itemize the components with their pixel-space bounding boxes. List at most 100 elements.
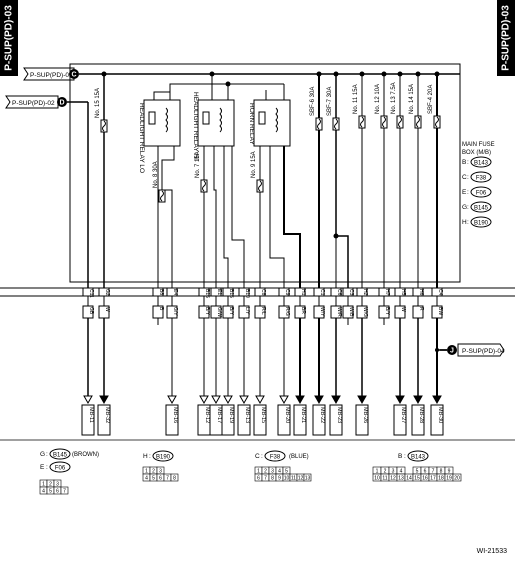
svg-text:16: 16	[422, 476, 428, 482]
svg-text:B/Y: B/Y	[228, 307, 234, 316]
svg-text:MB-27: MB-27	[400, 407, 406, 423]
svg-text:C: C	[462, 174, 467, 181]
svg-text:BW: BW	[437, 307, 443, 315]
svg-text:No. 8 30A: No. 8 30A	[153, 161, 159, 188]
svg-text:C1: C1	[319, 289, 325, 296]
relay-horn: HORN RELAY	[248, 99, 291, 147]
svg-text:14: 14	[406, 476, 412, 482]
svg-text:HEADLIGHT RELAY LO: HEADLIGHT RELAY LO	[138, 103, 145, 173]
page-tab-right: P-SUP(PD)-03	[497, 0, 515, 76]
page-tab-left: P-SUP(PD)-03	[0, 0, 18, 76]
mb-terminal: MB-26	[355, 318, 369, 436]
svg-text:4: 4	[145, 476, 148, 482]
svg-text:B8: B8	[158, 289, 164, 295]
svg-text:1: 1	[376, 469, 379, 475]
fuse: SBF-4 20A	[428, 85, 441, 129]
svg-text:1: 1	[257, 469, 260, 475]
svg-text:7: 7	[432, 469, 435, 475]
mb-terminal: MB-13	[237, 318, 251, 436]
fuse-box-title: BOX (M/B)	[462, 150, 491, 156]
svg-text:G: G	[40, 451, 45, 458]
svg-text:R: R	[418, 307, 424, 311]
bus-ref-j: J P-SUP(PD)-04	[440, 343, 505, 357]
svg-text:MB-20: MB-20	[284, 407, 290, 423]
svg-text:MB-22: MB-22	[319, 407, 325, 423]
svg-text:MB-32: MB-32	[104, 407, 110, 423]
svg-text:D: D	[59, 100, 64, 107]
bus-ref-d: P-SUP(PD)-02 D	[5, 95, 89, 288]
svg-text:P-SUP(PD)-02: P-SUP(PD)-02	[30, 72, 73, 79]
svg-text:MB-13: MB-13	[244, 407, 250, 423]
relay-wiring	[153, 71, 438, 288]
svg-text:P-SUP(PD)-04: P-SUP(PD)-04	[462, 348, 505, 355]
figure-code: WI-21533	[476, 548, 507, 555]
svg-text:H1: H1	[300, 289, 306, 296]
svg-text:10: 10	[374, 476, 380, 482]
svg-text:4: 4	[278, 469, 281, 475]
mb-terminal: MB-11	[81, 318, 95, 436]
fuse: No. 11 15A	[353, 84, 366, 129]
svg-text:F38: F38	[270, 455, 281, 461]
svg-text:W/B: W/B	[348, 307, 354, 317]
mb-terminal: MB-20	[277, 318, 291, 436]
mb-terminal: MB-17	[209, 318, 223, 436]
svg-text:12: 12	[298, 476, 304, 482]
svg-text:20: 20	[454, 476, 460, 482]
svg-text:W: W	[104, 307, 110, 312]
svg-text:6: 6	[159, 476, 162, 482]
mb-terminal: MB-23	[329, 318, 343, 436]
svg-text:No. 11 15A: No. 11 15A	[353, 84, 359, 114]
mb-terminal: MB-15	[253, 318, 267, 436]
svg-text::: :	[467, 204, 469, 211]
svg-text:5: 5	[152, 476, 155, 482]
svg-text:(BROWN): (BROWN)	[72, 452, 99, 458]
svg-text:HORN RELAY: HORN RELAY	[248, 103, 255, 145]
svg-text:C4: C4	[437, 289, 443, 296]
fuse: No. 9 15A	[251, 151, 264, 193]
svg-text:2: 2	[49, 482, 52, 488]
fuse: No. 13 7.5A	[391, 82, 404, 129]
svg-text:3: 3	[392, 469, 395, 475]
svg-text:11: 11	[382, 476, 387, 482]
svg-text:3: 3	[271, 469, 274, 475]
svg-text::: :	[467, 174, 469, 181]
mb-terminal: MB-19	[221, 318, 235, 436]
svg-text:B145: B145	[474, 206, 489, 212]
svg-text::: :	[467, 159, 469, 166]
relay-headlight-lo: HEADLIGHT RELAY LO	[138, 99, 181, 173]
svg-text:E: E	[40, 464, 45, 471]
svg-text:(BLUE): (BLUE)	[289, 454, 309, 460]
svg-text::: :	[261, 453, 263, 460]
mb-terminal: MB-28	[411, 318, 425, 436]
svg-text:8: 8	[440, 469, 443, 475]
svg-text:5: 5	[285, 469, 288, 475]
svg-text:15: 15	[414, 476, 420, 482]
svg-text:2: 2	[384, 469, 387, 475]
mb-terminal: MB-21	[293, 318, 307, 436]
svg-text:C8: C8	[260, 289, 266, 296]
svg-text:SBF-4 20A: SBF-4 20A	[428, 85, 434, 114]
svg-text:6: 6	[56, 489, 59, 495]
svg-text:W/G: W/G	[362, 307, 368, 317]
svg-text:H2: H2	[362, 289, 368, 296]
svg-text:E1: E1	[216, 289, 222, 295]
svg-text:F38: F38	[476, 176, 487, 182]
svg-text:B143: B143	[411, 455, 426, 461]
mb-terminal: MB-22	[312, 318, 326, 436]
svg-text:C: C	[255, 453, 260, 460]
svg-text:E4: E4	[172, 289, 178, 295]
svg-text:7: 7	[63, 489, 66, 495]
svg-text:W: W	[400, 307, 406, 312]
fuse-box-outline	[69, 63, 461, 283]
svg-text:17: 17	[430, 476, 436, 482]
svg-text:MB-26: MB-26	[362, 407, 368, 423]
svg-text:MB-23: MB-23	[336, 407, 342, 423]
svg-text:6: 6	[257, 476, 260, 482]
svg-text:C: C	[71, 72, 76, 79]
svg-text:E: E	[462, 189, 467, 196]
svg-text:B15: B15	[228, 289, 234, 298]
svg-text:H: H	[462, 219, 467, 226]
